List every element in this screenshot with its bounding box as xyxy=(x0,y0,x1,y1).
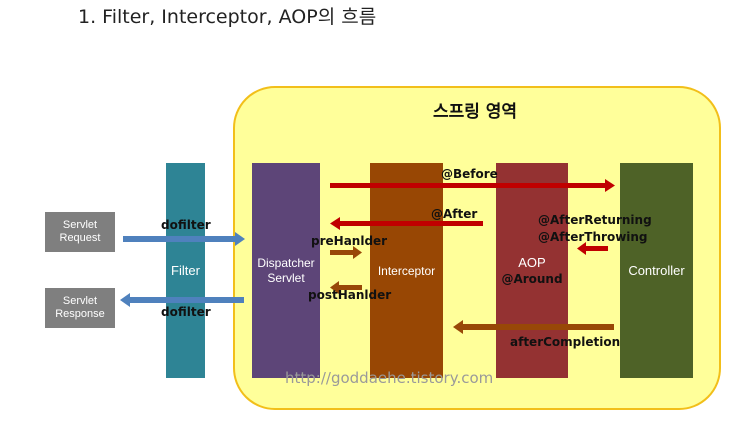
dofilter-out-label: dofilter xyxy=(161,305,211,319)
servlet-response-label-line2: Response xyxy=(55,308,105,320)
interceptor-column: Interceptor xyxy=(370,163,443,378)
dispatcher-label-line2: Servlet xyxy=(267,270,305,285)
dofilter-in-label: dofilter xyxy=(161,218,211,232)
controller-column: Controller xyxy=(620,163,693,378)
aop-column: AOP @Around xyxy=(496,163,568,378)
aop-label: AOP xyxy=(518,254,546,270)
after-throwing-label: @AfterThrowing xyxy=(538,230,648,244)
after-returning-arrow xyxy=(577,242,608,255)
before-label: @Before xyxy=(441,167,498,181)
before-arrow xyxy=(330,179,615,192)
controller-label: Controller xyxy=(628,263,685,278)
servlet-response-label-line1: Servlet xyxy=(62,295,98,307)
prehandler-label: preHanlder xyxy=(311,234,388,248)
dofilter-request-arrow xyxy=(123,232,245,246)
dispatcher-label-line1: Dispatcher xyxy=(257,255,315,270)
prehandler-arrow xyxy=(330,246,362,259)
servlet-request-label-line2: Request xyxy=(59,232,101,244)
servlet-request-box: Servlet Request xyxy=(45,212,115,252)
interceptor-label: Interceptor xyxy=(377,263,436,278)
posthandler-label: postHanlder xyxy=(308,288,392,302)
servlet-response-box: Servlet Response xyxy=(45,288,115,328)
watermark: http://goddaehe.tistory.com xyxy=(285,369,494,387)
after-arrow xyxy=(330,217,483,230)
around-label: @Around xyxy=(501,271,563,286)
filter-label: Filter xyxy=(171,263,200,278)
after-label: @After xyxy=(431,207,478,221)
page-title: 1. Filter, Interceptor, AOP의 흐름 xyxy=(78,6,377,28)
dispatcher-servlet-column: Dispatcher Servlet xyxy=(252,163,320,378)
spring-area-title: 스프링 영역 xyxy=(432,102,518,122)
filter-column: Filter xyxy=(166,163,205,378)
posthandler-arrow xyxy=(330,281,362,294)
dofilter-response-arrow xyxy=(120,293,244,307)
after-returning-label: @AfterReturning xyxy=(538,213,652,227)
after-completion-arrow xyxy=(453,320,614,334)
servlet-request-label-line1: Servlet xyxy=(62,219,98,231)
after-completion-label: afterCompletion xyxy=(510,335,621,349)
